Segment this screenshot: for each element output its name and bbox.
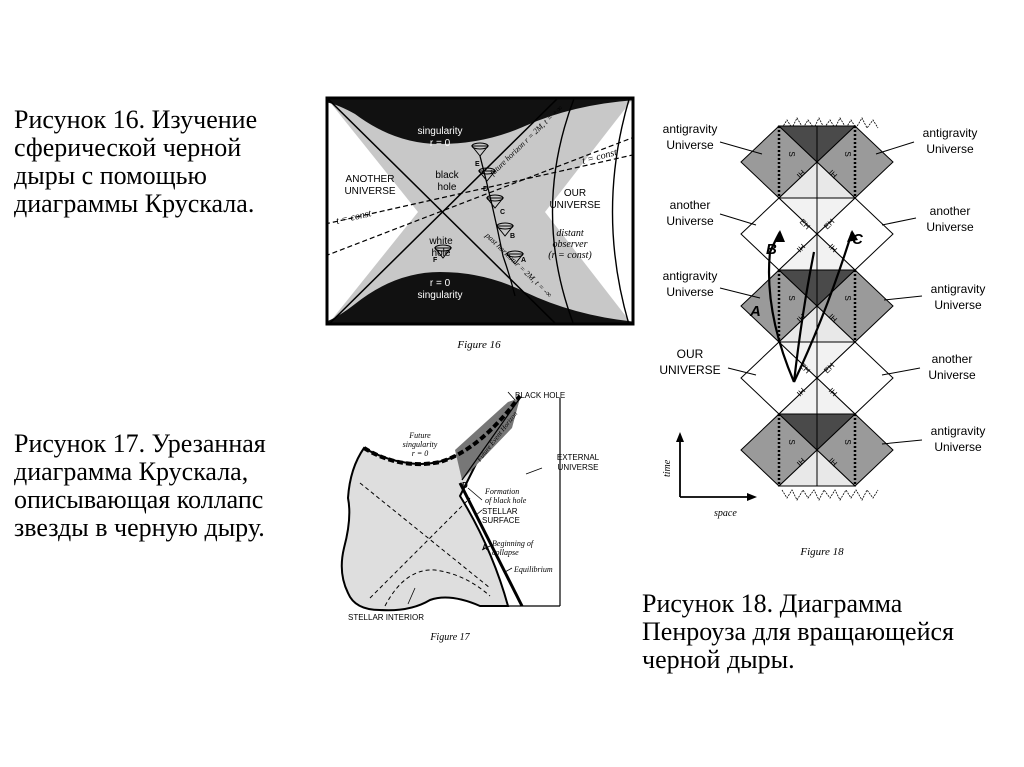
point-f: F xyxy=(433,257,438,264)
equilibrium-label: Equilibrium xyxy=(513,565,553,574)
external-universe-label-2: UNIVERSE xyxy=(558,463,599,472)
singularity-bottom-label: singularity xyxy=(417,290,462,301)
point-d: D xyxy=(483,186,488,193)
penrose-s-right-2: S xyxy=(843,295,852,300)
distant-observer-label-1: distant xyxy=(556,228,583,239)
future-singularity-label-1: Future xyxy=(408,431,431,440)
path-c-label: C xyxy=(852,231,864,248)
figure-16-label: Figure 16 xyxy=(456,339,501,351)
singularity-bottom-region xyxy=(327,272,633,324)
distant-observer-label-3: (r = const) xyxy=(548,250,592,261)
formation-label-2: of black hole xyxy=(485,496,527,505)
formation-label-1: Formation xyxy=(484,487,519,496)
r0-top-label: r = 0 xyxy=(430,138,451,149)
path-a-label: A xyxy=(749,303,761,320)
penrose-upper-right-3 xyxy=(816,341,857,380)
penrose-lower-right-4 xyxy=(816,448,857,487)
penrose-s-right-4: S xyxy=(843,439,852,444)
point-a-label: A xyxy=(482,543,488,552)
penrose-s-left-4: S xyxy=(787,439,796,444)
r0-bottom-label: r = 0 xyxy=(430,278,451,289)
another-universe-label-2: UNIVERSE xyxy=(344,186,395,197)
caption-figure-16: Рисунок 16. Изучение сферической черной … xyxy=(14,105,258,218)
external-universe-label-1: EXTERNAL xyxy=(557,453,600,462)
point-a: A xyxy=(521,257,526,264)
future-singularity-label-3: r = 0 xyxy=(412,449,429,458)
left-label-3-line-2: Universe xyxy=(666,285,714,299)
figure-17-label: Figure 17 xyxy=(429,632,470,643)
right-label-2-line-2: Universe xyxy=(926,220,974,234)
left-label-2-line-1: another xyxy=(670,198,711,212)
our-universe-label-2: UNIVERSE xyxy=(549,200,600,211)
penrose-inner-right-0 xyxy=(816,125,857,164)
left-label-3-line-1: antigravity xyxy=(663,269,718,283)
another-universe-label-1: ANOTHER xyxy=(346,174,395,185)
beginning-label-2: collapse xyxy=(492,548,519,557)
truncated-kruskal-diagram: BLACK HOLE Future singularity r = 0 Futu… xyxy=(340,391,600,643)
left-label-1-line-1: antigravity xyxy=(663,122,718,136)
left-label-4-line-2: UNIVERSE xyxy=(659,363,720,377)
penrose-inner-right-4 xyxy=(816,413,857,452)
right-label-2-line-1: another xyxy=(930,204,971,218)
point-c: C xyxy=(500,209,505,216)
space-axis-label: space xyxy=(714,508,737,519)
left-label-4-line-1: OUR xyxy=(677,347,704,361)
caption-figure-18: Рисунок 18. Диаграмма Пенроуза для враща… xyxy=(642,589,954,674)
right-label-3-line-2: Universe xyxy=(934,298,982,312)
penrose-s-right-0: S xyxy=(843,151,852,156)
our-universe-label-1: OUR xyxy=(564,188,586,199)
right-label-3-line-1: antigravity xyxy=(931,282,986,296)
stellar-surface-label-1: STELLAR xyxy=(482,507,518,516)
left-label-2-line-2: Universe xyxy=(666,214,714,228)
stellar-interior-label: STELLAR INTERIOR xyxy=(348,613,424,622)
white-hole-label-1: white xyxy=(428,236,453,247)
black-hole-label-2: hole xyxy=(438,182,457,193)
penrose-upper-right-1 xyxy=(816,197,857,236)
point-d-label: D xyxy=(462,481,468,490)
penrose-s-left-2: S xyxy=(787,295,796,300)
time-axis-label: time xyxy=(662,459,673,477)
right-label-1-line-1: antigravity xyxy=(923,126,978,140)
figure-18-label: Figure 18 xyxy=(799,546,844,558)
penrose-s-left-0: S xyxy=(787,151,796,156)
penrose-inner-right-2 xyxy=(816,269,857,308)
stellar-surface-label-2: SURFACE xyxy=(482,516,520,525)
path-b-label: B xyxy=(766,241,777,258)
distant-observer-label-2: observer xyxy=(553,239,588,250)
point-b: B xyxy=(510,233,515,240)
point-e: E xyxy=(475,161,480,168)
right-label-4-line-1: another xyxy=(932,352,973,366)
black-hole-label: BLACK HOLE xyxy=(515,391,565,400)
right-label-5-line-1: antigravity xyxy=(931,424,986,438)
right-label-5-line-2: Universe xyxy=(934,440,982,454)
right-label-1-line-2: Universe xyxy=(926,142,974,156)
left-label-1-line-2: Universe xyxy=(666,138,714,152)
black-hole-label-1: black xyxy=(435,170,459,181)
kruskal-diagram: singularity r = 0 black hole white hole … xyxy=(325,96,635,351)
right-label-4-line-2: Universe xyxy=(928,368,976,382)
future-singularity-label-2: singularity xyxy=(403,440,438,449)
singularity-top-region xyxy=(327,98,633,144)
caption-figure-17: Рисунок 17. Урезанная диаграмма Крускала… xyxy=(14,429,266,542)
singularity-top-label: singularity xyxy=(417,126,462,137)
white-hole-label-2: hole xyxy=(432,248,451,259)
beginning-label-1: Beginning of xyxy=(492,539,535,548)
